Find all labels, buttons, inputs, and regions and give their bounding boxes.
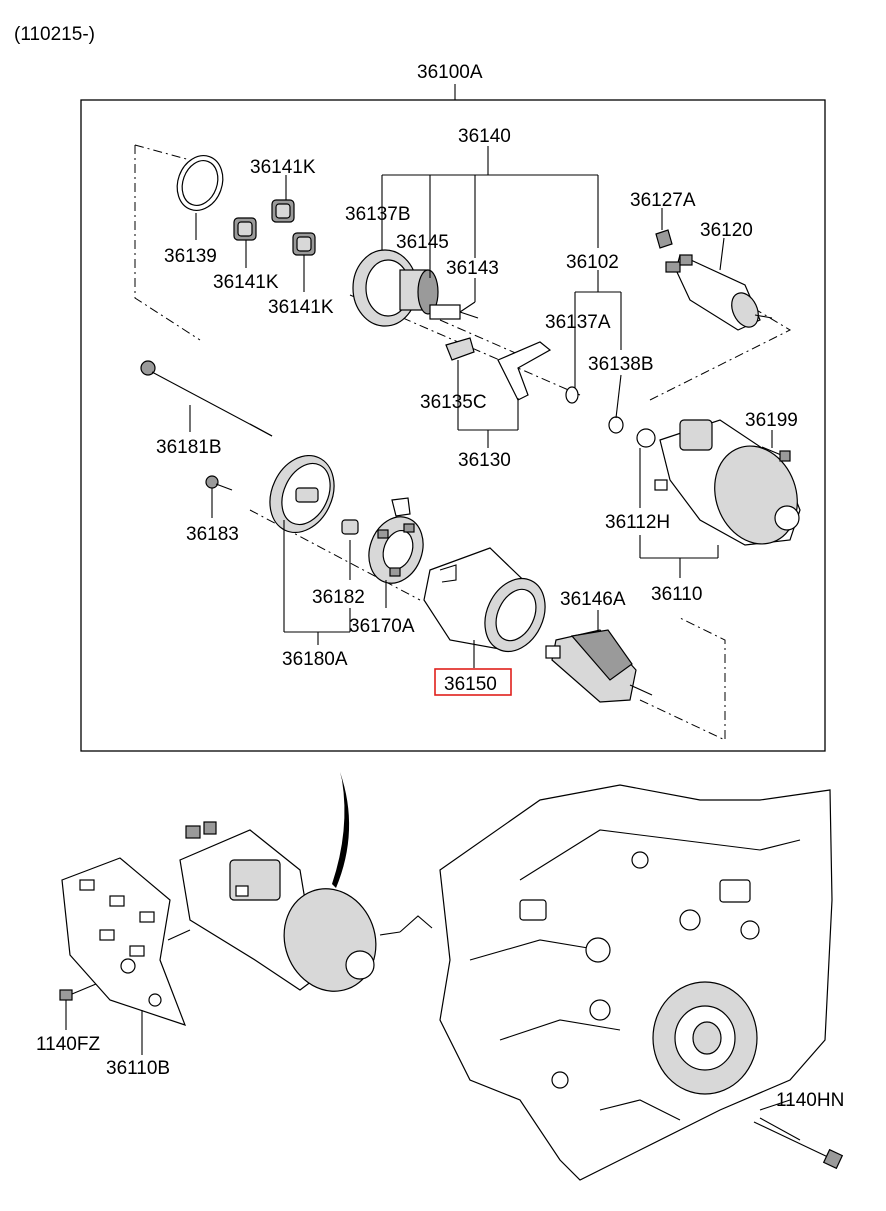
starter-motor-assembled (167, 821, 433, 992)
install-arrow (332, 772, 350, 888)
callout-36199: 36199 (745, 410, 798, 431)
bolt-1140HN (753, 1117, 844, 1170)
plate-36137A (565, 386, 579, 404)
heat-shield-36110B (61, 857, 187, 1026)
assembly-frame (80, 99, 826, 752)
callout-36137A: 36137A (545, 312, 611, 333)
callout-36141K-a: 36141K (250, 157, 316, 178)
callout-1140HN: 1140HN (776, 1090, 844, 1111)
callout-36120: 36120 (700, 220, 753, 241)
callout-36135C: 36135C (420, 392, 487, 413)
front-housing-36110 (654, 419, 801, 546)
callout-36141K-c: 36141K (268, 297, 334, 318)
bolt-36199 (761, 446, 791, 462)
planet-gear-36141K-c (292, 232, 316, 256)
bolt-1140FZ (59, 983, 97, 1030)
callout-36140: 36140 (458, 126, 511, 147)
nut-36127A (655, 229, 673, 249)
washer-36138B (608, 416, 656, 448)
callout-36138B: 36138B (588, 354, 654, 375)
brush-holder-36170A (368, 497, 424, 584)
planet-gear-36141K-a (271, 199, 295, 223)
callout-36110: 36110 (651, 584, 702, 605)
yoke-36150 (423, 547, 546, 653)
callout-36181B: 36181B (156, 437, 222, 458)
snap-ring-36139 (176, 155, 224, 211)
highlight-box-36150[interactable] (434, 668, 512, 696)
callout-36146A: 36146A (560, 589, 626, 610)
callout-36183: 36183 (186, 524, 239, 545)
callout-36182: 36182 (312, 587, 365, 608)
shift-lever-36135C (445, 337, 552, 401)
callout-36180A: 36180A (282, 649, 348, 670)
callout-36112H: 36112H (605, 512, 670, 533)
armature-36146A (545, 629, 653, 703)
callout-36139: 36139 (164, 246, 217, 267)
callout-36137B: 36137B (345, 204, 411, 225)
callout-36143: 36143 (446, 258, 499, 279)
leader-lines (189, 146, 773, 668)
planet-gear-36141K-b (233, 217, 257, 241)
rear-cover-36180A (269, 454, 335, 534)
callout-36102: 36102 (566, 252, 619, 273)
assembly-label-36100A: 36100A (417, 62, 483, 83)
callout-36150-highlighted[interactable]: 36150 (444, 674, 497, 695)
screw-36183 (205, 475, 233, 491)
solenoid-36120 (665, 254, 773, 331)
bushing-36182 (341, 519, 359, 535)
leader-1140HN (759, 1099, 791, 1111)
callout-labels: 36140 36141K 36139 36141K 36141K 36137B … (156, 126, 798, 670)
callout-1140FZ: 1140FZ (36, 1034, 100, 1055)
callout-36141K-b: 36141K (213, 272, 279, 293)
engine-block (439, 784, 833, 1181)
callout-36170A: 36170A (349, 616, 415, 637)
callout-36130: 36130 (458, 450, 511, 471)
gear-housing-36137B (352, 249, 479, 327)
callout-36127A: 36127A (630, 190, 696, 211)
callout-36145: 36145 (396, 232, 449, 253)
through-bolt-36181B (140, 360, 273, 437)
version-note: (110215-) (14, 24, 95, 45)
callout-36110B: 36110B (106, 1058, 170, 1079)
